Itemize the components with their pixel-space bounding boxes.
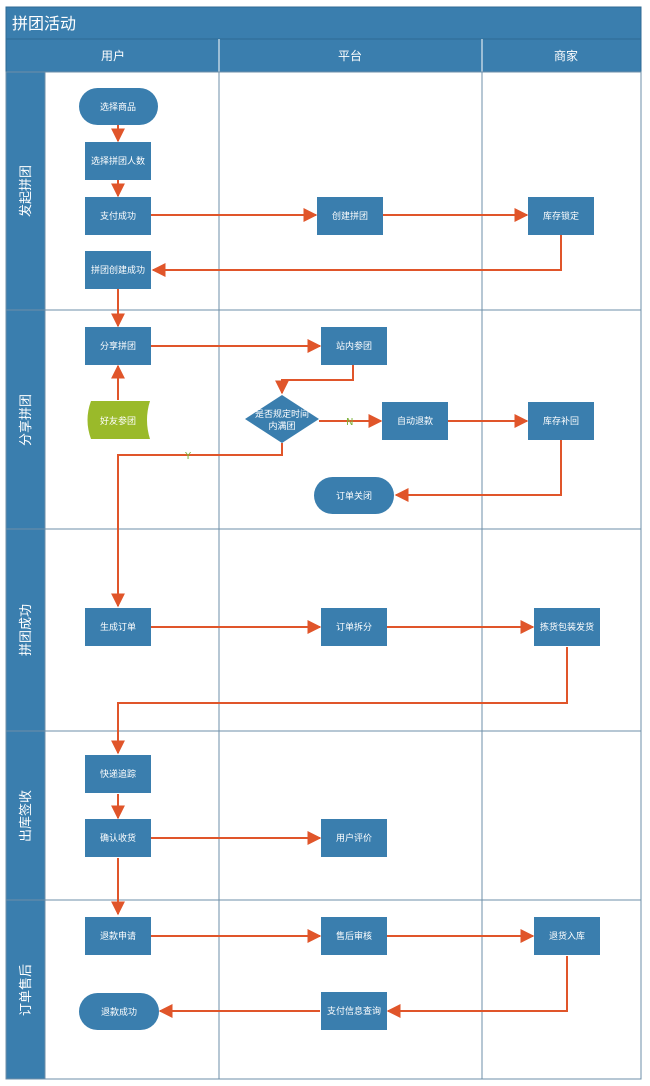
edge-return-to-query [386,956,568,1018]
svg-text:用户评价: 用户评价 [336,832,372,844]
svg-text:退款成功: 退款成功 [101,1006,137,1018]
node-select-group-size: 选择拼团人数 [85,142,151,180]
node-return-stock: 退货入库 [534,917,600,955]
node-friend-join: 好友参团 [87,401,150,439]
node-decision-full-group: 是否规定时间 内满团 [245,395,319,443]
diagram-title: 拼团活动 [12,14,76,33]
row-header-column [6,72,45,1079]
node-payment-success: 支付成功 [85,197,151,235]
node-group-created: 拼团创建成功 [85,251,151,289]
edge-restore-to-closed [394,440,562,502]
svg-text:订单拆分: 订单拆分 [336,621,372,633]
column-header-merchant: 商家 [554,48,578,63]
connectors [111,125,568,1018]
node-join-in-site: 站内参团 [321,327,387,365]
svg-text:支付成功: 支付成功 [100,210,136,222]
svg-text:库存补回: 库存补回 [543,415,579,427]
svg-text:支付信息查询: 支付信息查询 [327,1005,381,1017]
node-track-delivery: 快递追踪 [85,755,151,793]
svg-text:拣货包装发货: 拣货包装发货 [540,621,594,633]
node-pick-pack-ship: 拣货包装发货 [534,608,600,646]
lane-label-after-sale: 订单售后 [18,964,34,1016]
svg-text:生成订单: 生成订单 [100,621,136,633]
node-stock-restore: 库存补回 [528,402,594,440]
svg-text:是否规定时间: 是否规定时间 [255,408,309,420]
edge-pick-to-track [111,647,568,755]
node-after-sale-review: 售后审核 [321,917,387,955]
svg-text:分享拼团: 分享拼团 [100,340,136,352]
node-refund-request: 退款申请 [85,917,151,955]
grid-frame [5,71,642,1080]
lane-label-success: 拼团成功 [19,604,34,656]
svg-text:选择商品: 选择商品 [100,101,136,113]
svg-text:好友参团: 好友参团 [100,415,136,427]
node-select-product: 选择商品 [79,88,158,125]
node-share-group: 分享拼团 [85,327,151,365]
column-header-user: 用户 [101,48,125,63]
edge-label-no: N [346,417,353,428]
lane-label-share: 分享拼团 [18,394,34,446]
svg-text:退货入库: 退货入库 [549,930,585,942]
svg-text:快递追踪: 快递追踪 [100,768,136,780]
node-order-split: 订单拆分 [321,608,387,646]
column-header-platform: 平台 [338,48,362,63]
svg-text:选择拼团人数: 选择拼团人数 [91,155,145,167]
lane-label-initiate: 发起拼团 [18,165,34,217]
node-generate-order: 生成订单 [85,608,151,646]
node-create-group: 创建拼团 [317,197,383,235]
node-user-review: 用户评价 [321,819,387,857]
svg-text:订单关闭: 订单关闭 [336,490,372,502]
node-order-closed: 订单关闭 [314,477,394,514]
svg-text:退款申请: 退款申请 [100,930,136,942]
edge-join-to-decision [275,365,354,395]
edge-label-yes: Y [184,451,192,462]
svg-text:售后审核: 售后审核 [336,930,372,942]
svg-text:拼团创建成功: 拼团创建成功 [91,264,145,276]
svg-text:内满团: 内满团 [268,420,295,432]
title-bar [5,6,642,40]
svg-text:站内参团: 站内参团 [336,340,372,352]
node-auto-refund: 自动退款 [382,402,448,440]
node-pay-info-query: 支付信息查询 [321,992,387,1030]
node-stock-lock: 库存锁定 [528,197,594,235]
edge-lock-to-created [151,235,562,277]
svg-text:自动退款: 自动退款 [397,415,433,427]
svg-text:库存锁定: 库存锁定 [543,210,579,222]
svg-text:创建拼团: 创建拼团 [332,210,368,222]
node-confirm-receipt: 确认收货 [85,819,151,857]
svg-text:确认收货: 确认收货 [100,832,136,844]
node-refund-success: 退款成功 [79,993,159,1030]
column-header-bar [5,38,642,73]
edge-decision-yes [111,443,283,608]
lane-label-sign: 出库签收 [18,790,34,842]
